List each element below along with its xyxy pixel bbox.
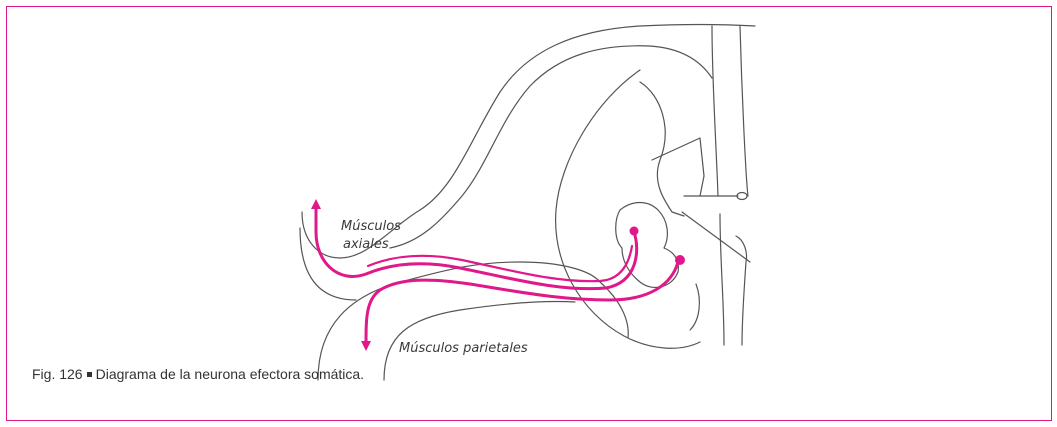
ventral-root-line xyxy=(682,212,750,262)
caption-bullet-icon xyxy=(87,372,92,377)
figure-caption: Fig. 126 Diagrama de la neurona efectora … xyxy=(32,366,364,382)
anatomy-outline xyxy=(300,25,755,381)
caption-text: Diagrama de la neurona efectora somática… xyxy=(96,366,364,382)
parietal-neuron-soma xyxy=(675,255,685,265)
parietal-muscles-label: Músculos parietales xyxy=(399,340,528,358)
axial-muscles-label-line1: Músculos xyxy=(341,218,401,236)
gray-commissure xyxy=(652,138,704,176)
axial-muscles-label-line2: axiales xyxy=(341,236,401,254)
axial-neuron-soma xyxy=(630,227,639,236)
figure-number: Fig. 126 xyxy=(32,366,83,382)
right-segment-1 xyxy=(712,26,718,196)
right-vertical-lower xyxy=(720,214,724,345)
gray-detail-2 xyxy=(700,176,704,196)
right-segment-2 xyxy=(740,26,748,196)
axial-muscles-label: Músculos axiales xyxy=(341,218,401,254)
cord-left-outline xyxy=(556,70,700,348)
ventral-detail xyxy=(690,284,699,330)
gray-matter-ventral xyxy=(616,203,679,288)
parietal-pathway xyxy=(366,262,678,346)
